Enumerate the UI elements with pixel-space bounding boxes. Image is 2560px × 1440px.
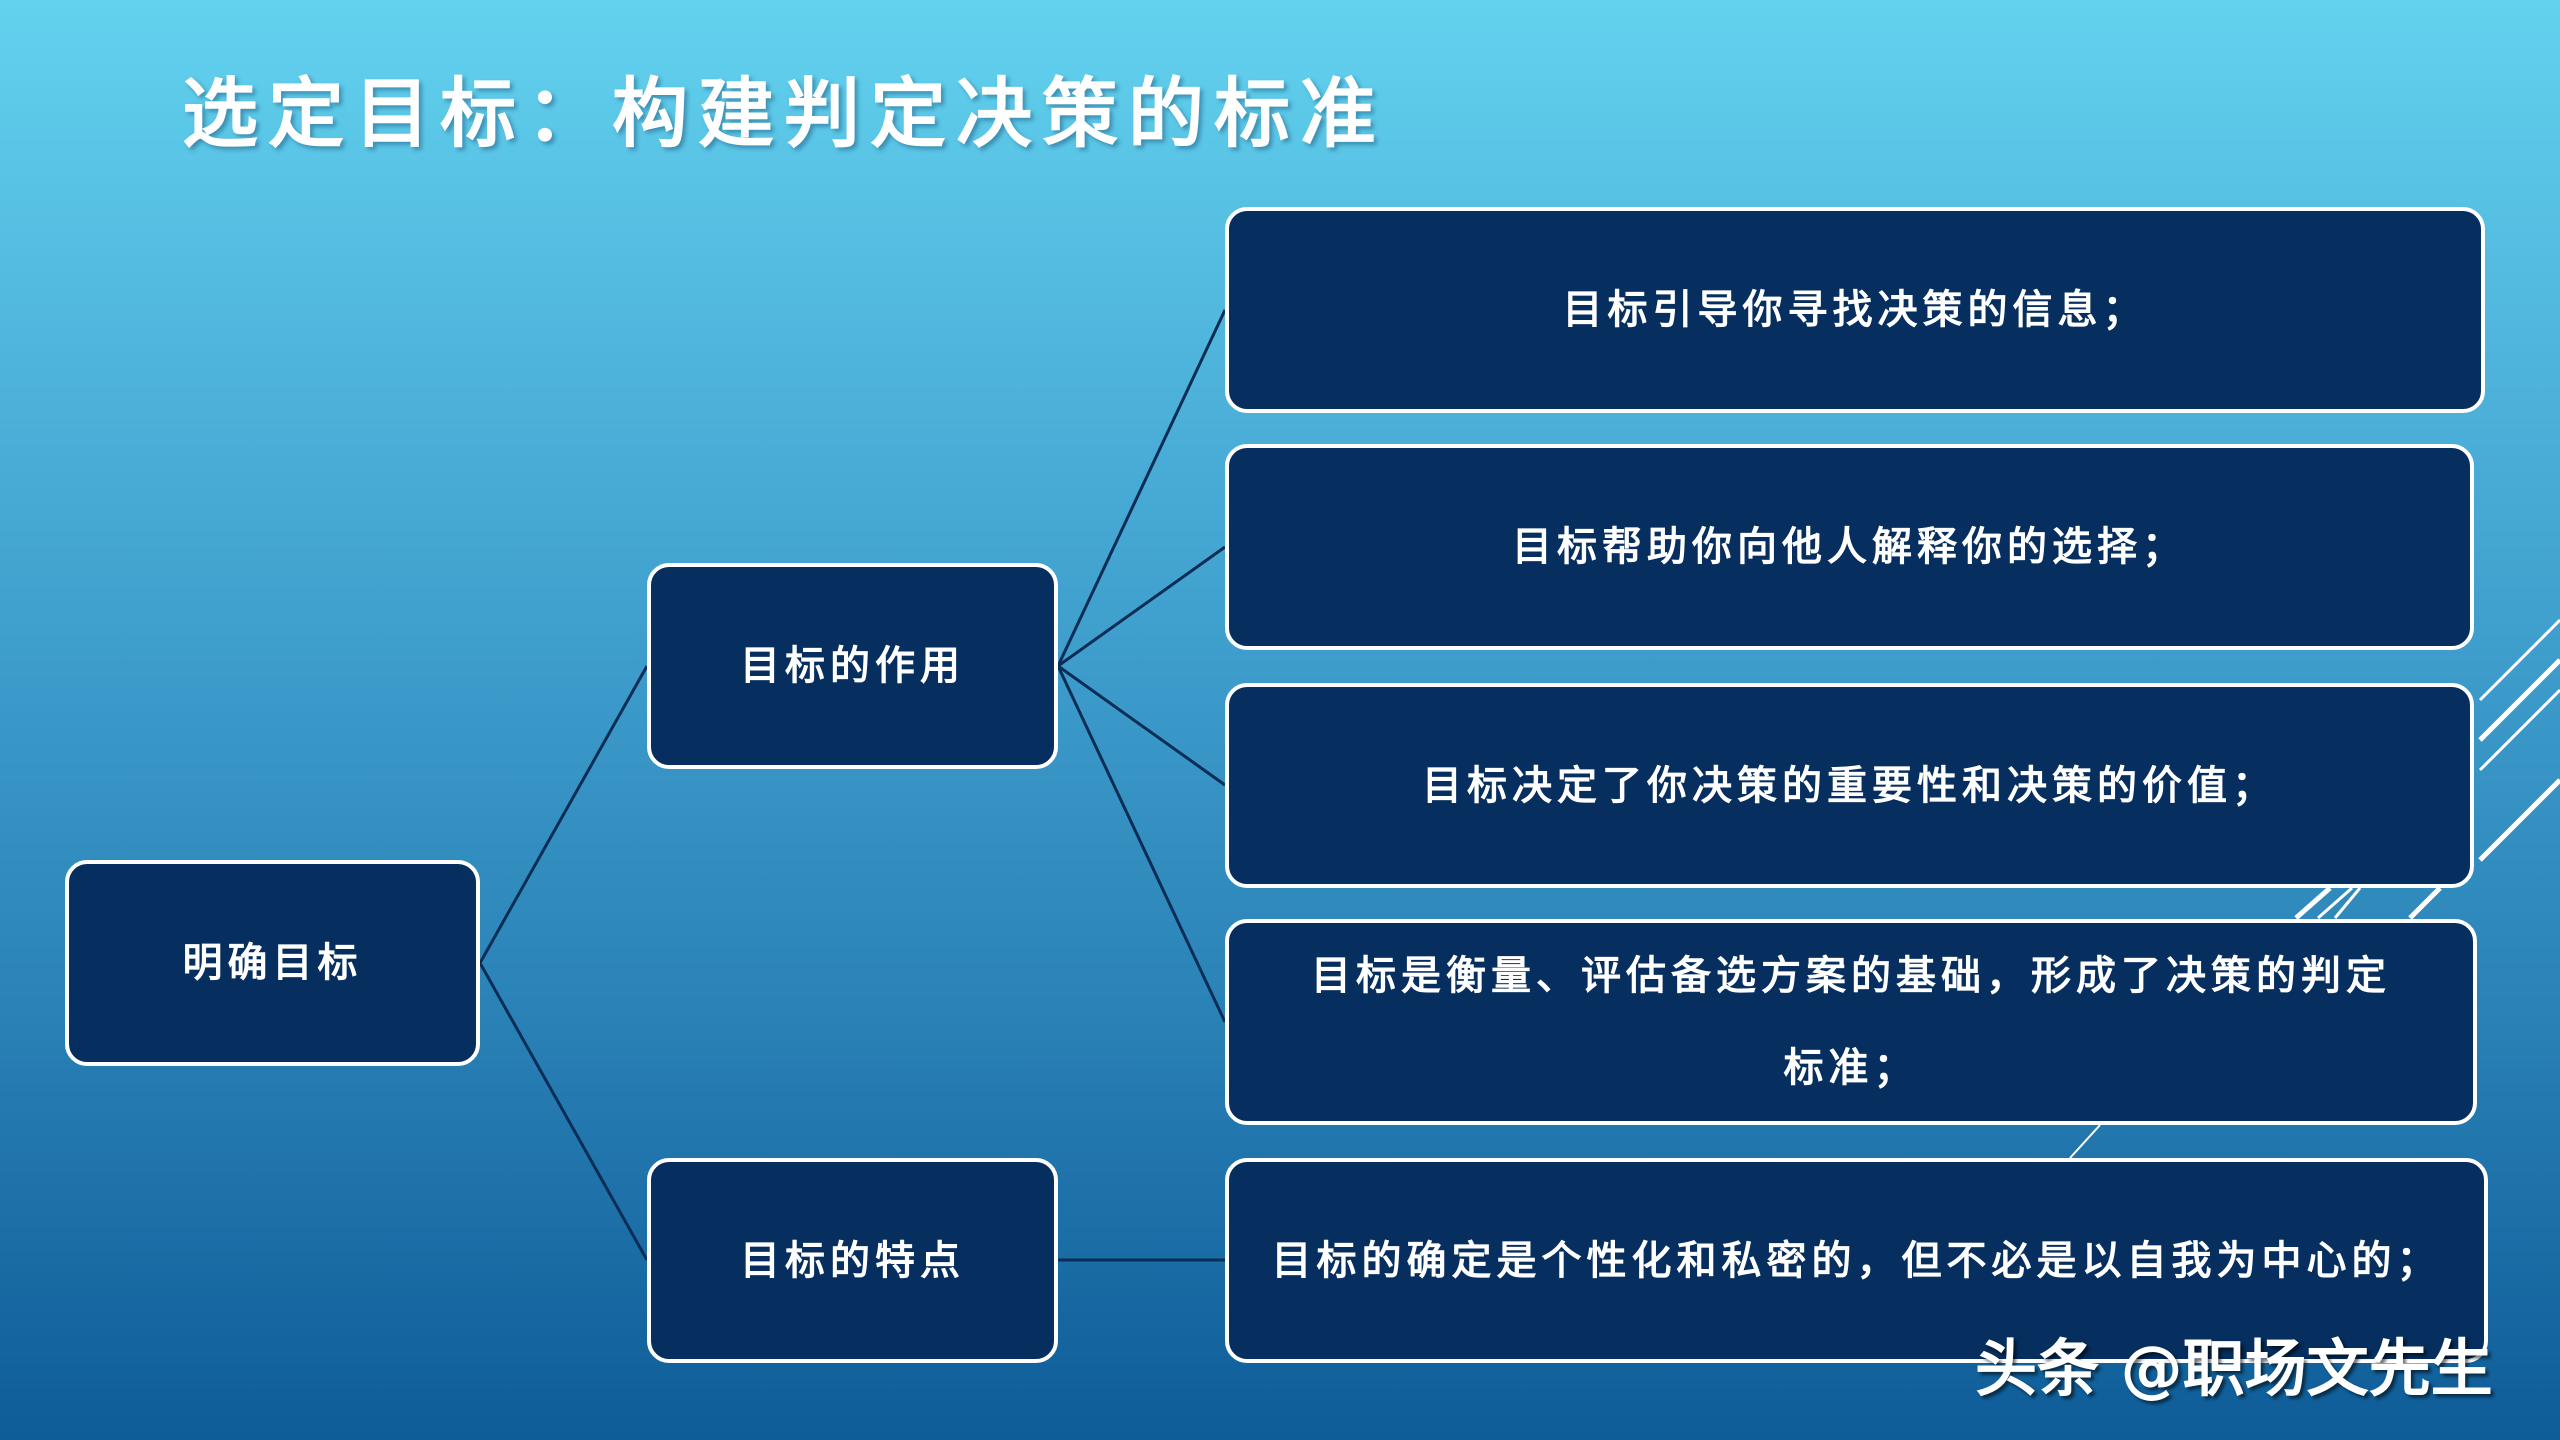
leaf-node: 目标帮助你向他人解释你的选择； bbox=[1225, 444, 2474, 650]
leaf-node-label: 目标的确定是个性化和私密的，但不必是以自我为中心的； bbox=[1271, 1237, 2442, 1284]
branch-node-label: 目标的特点 bbox=[740, 1237, 965, 1284]
leaf-node: 目标引导你寻找决策的信息； bbox=[1225, 207, 2485, 413]
branch-node-label: 目标的作用 bbox=[740, 643, 965, 689]
slide-title: 选定目标：构建判定决策的标准 bbox=[182, 69, 1386, 158]
decorative-stripes bbox=[2069, 618, 2560, 1159]
root-node-label: 明确目标 bbox=[182, 940, 363, 986]
leaf-node: 目标是衡量、评估备选方案的基础，形成了决策的判定标准； bbox=[1225, 919, 2477, 1125]
leaf-node-label: 目标是衡量、评估备选方案的基础，形成了决策的判定标准； bbox=[1311, 953, 2391, 1091]
leaf-node-label: 目标帮助你向他人解释你的选择； bbox=[1512, 524, 2187, 570]
root-node: 明确目标 bbox=[65, 860, 480, 1066]
leaf-node-label: 目标决定了你决策的重要性和决策的价值； bbox=[1422, 762, 2277, 809]
branch-node-role: 目标的作用 bbox=[647, 563, 1058, 769]
leaf-node: 目标的确定是个性化和私密的，但不必是以自我为中心的； bbox=[1225, 1158, 2488, 1363]
watermark: 头条 @职场文先生 bbox=[1975, 1332, 2493, 1405]
branch-node-traits: 目标的特点 bbox=[647, 1158, 1058, 1363]
leaf-node-label: 目标引导你寻找决策的信息； bbox=[1562, 287, 2148, 333]
leaf-node: 目标决定了你决策的重要性和决策的价值； bbox=[1225, 683, 2474, 888]
